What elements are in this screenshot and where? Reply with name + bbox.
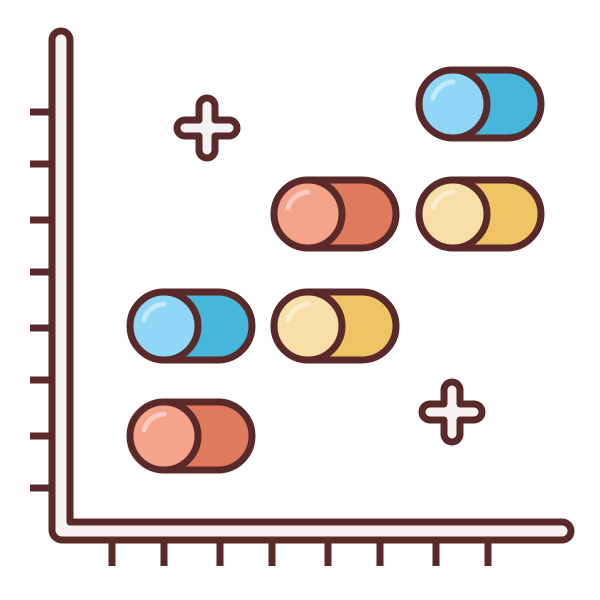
- y-axis-ticks: [30, 108, 54, 492]
- pill-highlight: [430, 79, 456, 101]
- pill-blue: [126, 288, 256, 364]
- pill-orange: [126, 398, 256, 474]
- pills: [126, 66, 545, 474]
- pill-highlight: [285, 189, 311, 211]
- pill-blue: [415, 66, 545, 142]
- pill-highlight: [141, 301, 167, 323]
- pill-highlight: [430, 189, 456, 211]
- pill-orange: [270, 176, 400, 252]
- pill-outline: [126, 398, 256, 474]
- pill-outline: [270, 288, 400, 364]
- sparkles: [173, 94, 486, 446]
- pill-yellow: [415, 176, 545, 252]
- pill-outline: [270, 176, 400, 252]
- pill-cap: [419, 180, 487, 248]
- pill-outline: [126, 288, 256, 364]
- pill-cap: [130, 292, 198, 360]
- pill-cap: [130, 402, 198, 470]
- pill-highlight: [141, 411, 167, 433]
- pill-cap: [274, 292, 342, 360]
- pill-cap: [274, 180, 342, 248]
- pill-highlight: [285, 301, 311, 323]
- pill-outline: [415, 66, 545, 142]
- pill-yellow: [270, 288, 400, 364]
- sparkle-icon: [173, 94, 241, 162]
- sparkle-icon: [418, 378, 486, 446]
- pill-outline: [415, 176, 545, 252]
- axis-frame: [48, 27, 575, 544]
- pill-cap: [419, 70, 487, 138]
